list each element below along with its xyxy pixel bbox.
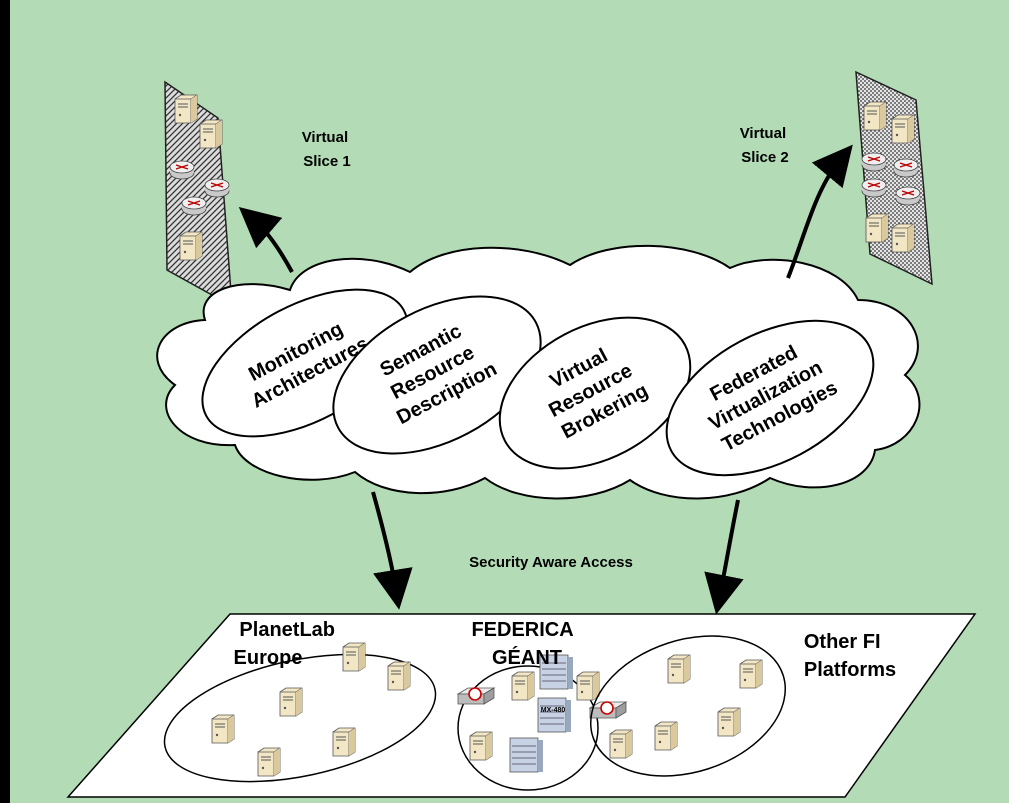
server-icon	[174, 94, 198, 124]
server-icon	[717, 707, 741, 737]
router-icon	[861, 152, 887, 172]
server-icon	[279, 687, 303, 717]
server-icon	[865, 213, 889, 243]
arrow-down-right	[704, 499, 744, 615]
planetlab-group-oval	[163, 653, 437, 783]
server-icon	[387, 661, 411, 691]
virtual-resource-brokering-oval: Virtual Resource Brokering	[498, 316, 692, 470]
server-icon	[199, 119, 223, 149]
security-aware-access-label: Security Aware Access	[469, 554, 633, 571]
federica-label: FEDERICA GÉANT	[471, 619, 578, 669]
server-icon	[576, 671, 600, 701]
arrow-to-slice-1	[238, 206, 294, 273]
switch-icon	[589, 701, 627, 719]
server-icon	[342, 642, 366, 672]
server-icon	[511, 671, 535, 701]
server-icon	[891, 223, 915, 253]
server-icon	[891, 114, 915, 144]
server-icon	[179, 231, 203, 261]
server-icon	[469, 731, 493, 761]
server-icon	[863, 101, 887, 131]
server-icon	[739, 659, 763, 689]
server-icon	[257, 747, 281, 777]
virtual-slice-1-panel	[164, 80, 233, 308]
slice-2-label: Virtual Slice 2	[740, 125, 791, 166]
server-icon	[667, 654, 691, 684]
mx480-rack-icon	[537, 697, 572, 733]
arrow-to-slice-2	[786, 144, 853, 279]
monitoring-architectures-oval: Monitoring Architectures	[201, 288, 409, 438]
server-icon	[211, 714, 235, 744]
router-icon	[893, 158, 919, 178]
federated-virtualization-oval: Federated Virtualization Technologies	[665, 319, 875, 477]
other-fi-label: Other FI Platforms	[804, 631, 896, 681]
router-icon	[204, 178, 230, 198]
virtual-slice-2-panel	[855, 70, 933, 286]
server-icon	[654, 721, 678, 751]
switch-icon	[457, 687, 495, 705]
router-rack-icon	[509, 737, 544, 773]
semantic-resource-oval: Semantic Resource Description	[332, 295, 542, 455]
router-icon	[895, 186, 921, 206]
planetlab-label: PlanetLab Europe	[234, 619, 341, 669]
router-icon	[861, 178, 887, 198]
router-icon	[181, 196, 207, 216]
mx480-device-label: MX-480	[541, 707, 566, 714]
server-icon	[332, 727, 356, 757]
arrow-down-left	[371, 491, 413, 610]
server-icon	[609, 729, 633, 759]
federica-group-oval	[457, 665, 599, 791]
router-icon	[169, 160, 195, 180]
left-border	[0, 0, 10, 803]
slice-1-label: Virtual Slice 1	[302, 129, 353, 170]
other-fi-group-oval	[589, 635, 787, 777]
